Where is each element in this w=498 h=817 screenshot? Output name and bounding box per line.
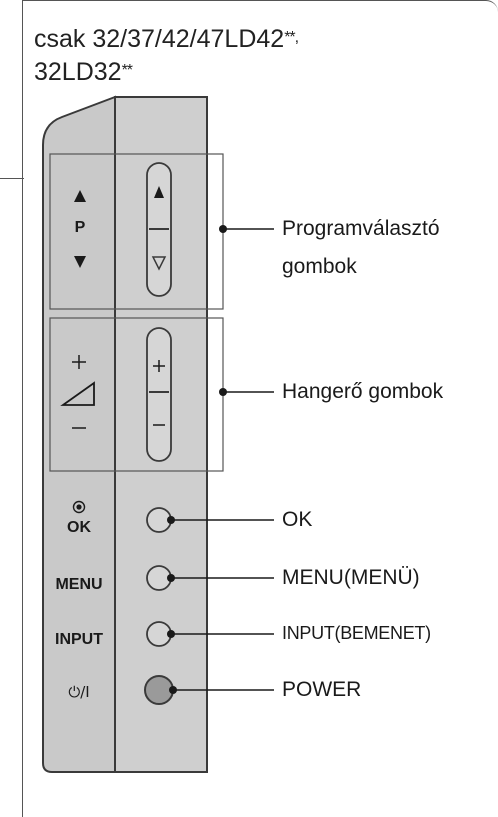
volume-wedge-icon — [60, 381, 95, 406]
model-title: csak 32/37/42/47LD42**, 32LD32** — [34, 22, 474, 88]
ok-indicator-icon — [72, 500, 86, 514]
panel-left-face — [42, 95, 116, 773]
ok-callout: OK — [282, 508, 313, 531]
model-title-line2-suffix: ** — [121, 62, 133, 79]
volume-rocker-button[interactable] — [146, 327, 172, 462]
power-callout: POWER — [282, 678, 362, 701]
ok-panel-label: OK — [67, 519, 91, 536]
power-button[interactable] — [144, 675, 174, 705]
model-title-line2: 32LD32 — [34, 58, 122, 86]
menu-panel-label: MENU — [55, 576, 102, 593]
program-p-label: P — [75, 219, 86, 236]
program-down-arrow-icon — [151, 256, 167, 271]
program-down-marking-icon — [74, 256, 86, 268]
volume-callout: Hangerő gombok — [282, 380, 444, 403]
model-title-line1-suffix: **, — [284, 29, 299, 46]
leader-lines — [167, 225, 274, 694]
input-callout: INPUT(BEMENET) — [282, 623, 431, 643]
ok-indicator-dot — [76, 504, 82, 510]
menu-callout: MENU(MENÜ) — [282, 566, 420, 589]
program-callout-line1: Programválasztó — [282, 217, 440, 240]
program-callout-line2: gombok — [282, 255, 357, 278]
program-up-arrow-icon — [154, 186, 164, 198]
model-title-line1: csak 32/37/42/47LD42 — [34, 25, 285, 53]
power-panel-label: ⏻/I — [68, 683, 89, 701]
program-up-marking-icon — [74, 190, 86, 202]
diagram-frame — [22, 0, 498, 817]
frame-tick — [0, 178, 24, 179]
input-panel-label: INPUT — [55, 631, 103, 648]
